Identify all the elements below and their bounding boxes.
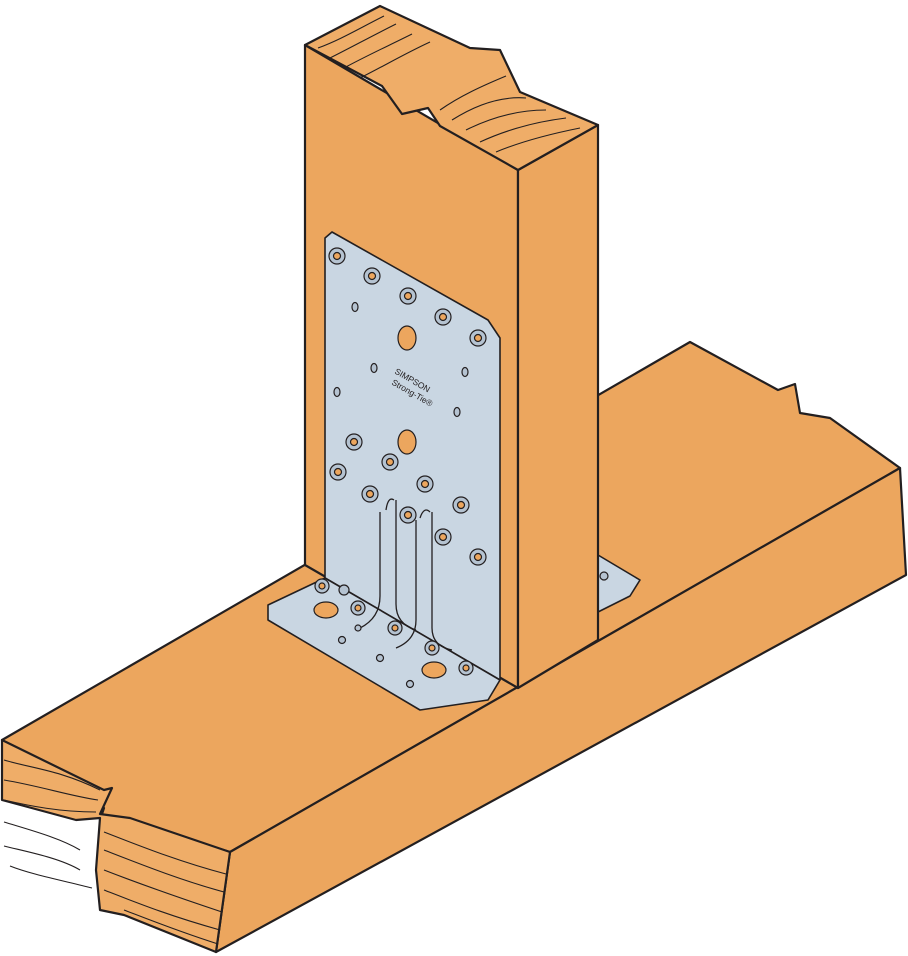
beam-end-grain-lines — [3, 759, 227, 945]
post-top-end-grain — [303, 4, 600, 172]
post-right-face — [516, 123, 600, 690]
bracket-base-holes — [313, 578, 474, 689]
bracket-stiffener-ribs — [359, 498, 453, 651]
beam-end-grain — [0, 738, 232, 954]
rear-bracket-nail-hole — [599, 571, 609, 581]
bracket-nail-holes — [328, 247, 487, 566]
post-end-grain-lines — [317, 15, 581, 153]
angle-bracket: SIMPSON Strong-Tie® — [267, 231, 501, 711]
